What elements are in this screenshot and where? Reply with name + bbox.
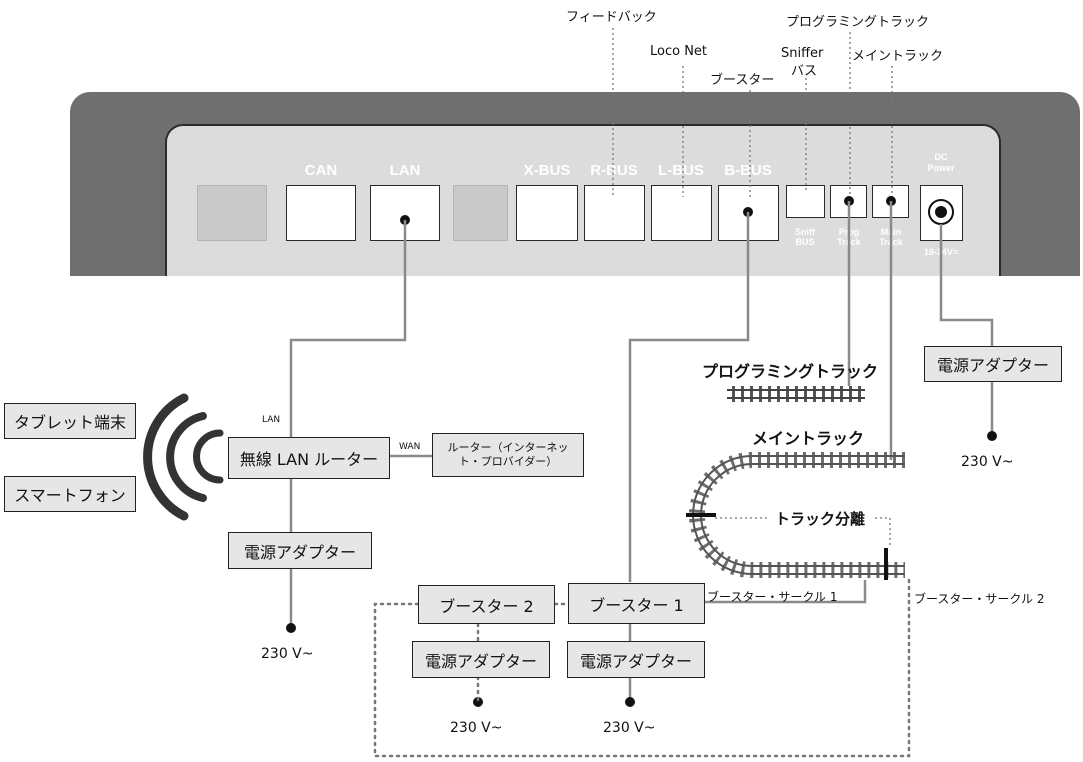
label-track-separation: トラック分離 xyxy=(775,510,866,528)
port-sniff-bus xyxy=(786,185,825,218)
label-main-track: メイントラック xyxy=(752,429,865,448)
port-label-sniff-bus: BUS xyxy=(795,237,815,247)
port-rbus xyxy=(584,185,645,241)
label-booster-top: ブースター xyxy=(710,73,775,88)
label-main-track-top: メイントラック xyxy=(852,49,944,64)
booster2-box: ブースター 2 xyxy=(418,585,555,624)
label-feedback: フィードバック xyxy=(566,10,657,25)
lan-tag: LAN xyxy=(262,415,281,425)
port-label-power: Power xyxy=(927,163,955,173)
tablet-box: タブレット端末 xyxy=(4,403,136,439)
psu-left-box: 電源アダプター xyxy=(228,532,372,569)
booster1-box: ブースター 1 xyxy=(568,583,705,624)
label-booster-circle2: ブースター・サークル 2 xyxy=(914,592,1045,606)
port-label-rbus: R-BUS xyxy=(590,162,638,179)
port-label-sniff: Sniff xyxy=(795,227,815,237)
psu-booster1-box: 電源アダプター xyxy=(567,641,705,678)
psu-right-box: 電源アダプター xyxy=(924,346,1062,382)
voltage-booster1: 230 V~ xyxy=(603,720,656,736)
port-label-dc: DC xyxy=(934,152,948,162)
port-can xyxy=(286,185,356,241)
port-label-xbus: X-BUS xyxy=(523,162,571,179)
port-label-lan: LAN xyxy=(389,162,421,179)
port-xbus xyxy=(516,185,578,241)
voltage-left: 230 V~ xyxy=(261,646,314,662)
port-blank-left xyxy=(197,185,267,241)
port-lbus xyxy=(651,185,712,241)
port-label-bbus: B-BUS xyxy=(724,162,772,179)
internet-router-line2: ト・プロバイダー） xyxy=(458,455,558,468)
port-blank-mid xyxy=(453,185,508,241)
internet-router-line1: ルーター（インターネッ xyxy=(447,441,569,454)
port-label-lbus: L-BUS xyxy=(658,162,704,179)
label-loconet: Loco Net xyxy=(650,44,708,59)
internet-router-box: ルーター（インターネッ ト・プロバイダー） xyxy=(432,433,584,477)
smartphone-box: スマートフォン xyxy=(4,476,136,512)
label-booster-circle1: ブースター・サークル 1 xyxy=(707,590,838,604)
psu-booster2-box: 電源アダプター xyxy=(412,641,550,678)
voltage-right: 230 V~ xyxy=(961,454,1014,470)
voltage-booster2: 230 V~ xyxy=(450,720,503,736)
wan-tag: WAN xyxy=(399,442,421,452)
label-prog-track-top: プログラミングトラック xyxy=(786,15,930,30)
label-prog-track: プログラミングトラック xyxy=(702,362,879,381)
port-label-can: CAN xyxy=(304,162,338,179)
wlan-router-box: 無線 LAN ルーター xyxy=(228,437,390,479)
label-sniffer: Sniffer xyxy=(781,46,824,61)
label-sniffer-bus: バス xyxy=(791,64,818,79)
